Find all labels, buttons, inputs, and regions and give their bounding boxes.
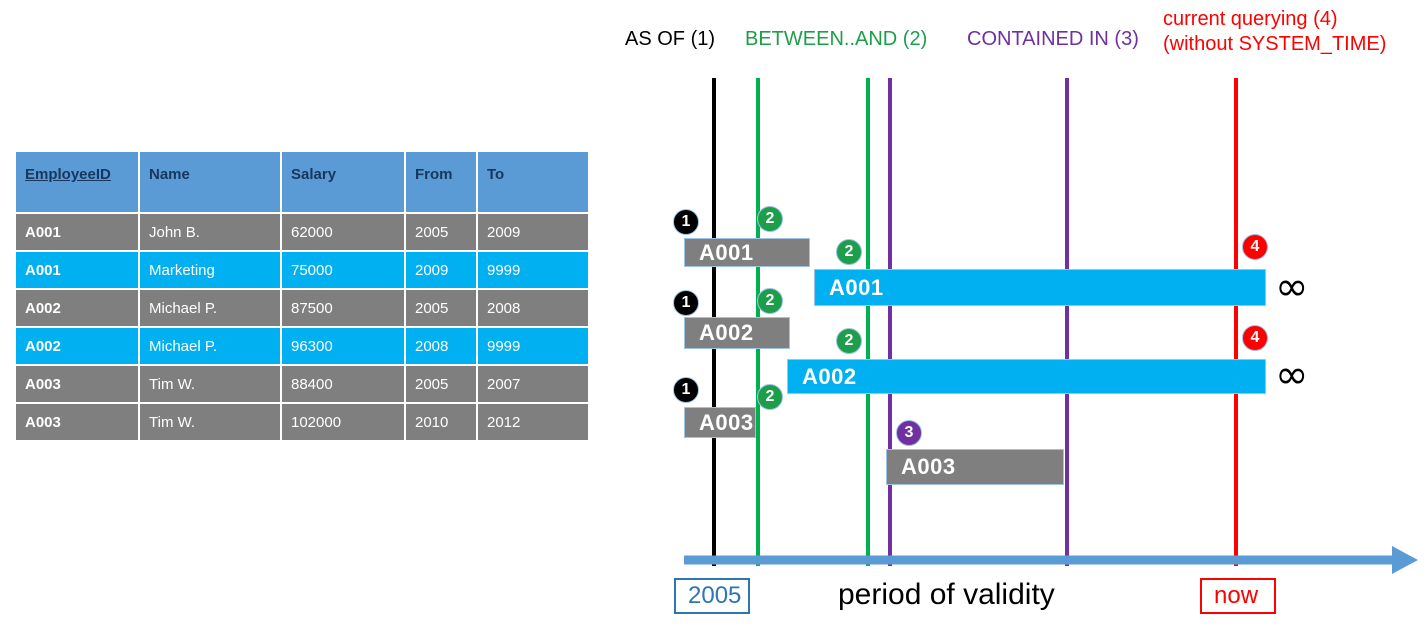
bar-label: A002: [699, 320, 754, 345]
table-body: A001 John B. 62000 2005 2009 A001 Market…: [16, 214, 588, 440]
bar-label: A001: [829, 274, 884, 300]
cell-from: 2010: [406, 404, 476, 440]
badge-2-a002-end: 2: [836, 328, 862, 354]
cell-employeeid: A003: [16, 404, 138, 440]
cell-name: Michael P.: [140, 290, 280, 326]
cell-salary: 75000: [282, 252, 404, 288]
bar-label: A002: [802, 363, 857, 389]
bar-label: A003: [699, 409, 754, 435]
badge-4-a002: 4: [1242, 325, 1268, 351]
column-header-salary: Salary: [282, 152, 404, 212]
table-row: A003 Tim W. 88400 2005 2007: [16, 366, 588, 402]
bar-label: A003: [901, 454, 956, 479]
legend-label-contained-in: CONTAINED IN (3): [967, 28, 1139, 50]
legend-label-between-and: BETWEEN..AND (2): [745, 28, 928, 50]
cell-to: 2009: [478, 214, 588, 250]
badge-2-a003-start: 2: [757, 384, 783, 410]
cell-employeeid: A001: [16, 252, 138, 288]
bar-a002-historic: A002: [684, 317, 790, 349]
contained-start-line: [888, 78, 892, 566]
column-header-employeeid: EmployeeID: [16, 152, 138, 212]
badge-3-a003: 3: [896, 420, 922, 446]
bar-a002-current: A002: [787, 359, 1266, 394]
table-row: A002 Michael P. 87500 2005 2008: [16, 290, 588, 326]
bar-a001-current: A001: [814, 269, 1266, 306]
axis-label-period-of-validity: period of validity: [838, 578, 1055, 611]
cell-from: 2008: [406, 328, 476, 364]
cell-employeeid: A002: [16, 328, 138, 364]
cell-salary: 88400: [282, 366, 404, 402]
between-end-line: [866, 78, 870, 566]
column-header-name: Name: [140, 152, 280, 212]
infinity-a001: ∞: [1275, 264, 1309, 310]
column-header-salary-label: Salary: [291, 166, 337, 183]
cell-from: 2005: [406, 290, 476, 326]
column-header-employeeid-label: EmployeeID: [25, 166, 111, 183]
cell-from: 2005: [406, 214, 476, 250]
tag-2005: 2005: [674, 578, 750, 614]
cell-employeeid: A002: [16, 290, 138, 326]
contained-end-line: [1065, 78, 1069, 566]
infinity-a002: ∞: [1275, 352, 1309, 398]
legend-label-as-of: AS OF (1): [625, 28, 716, 50]
cell-name: Tim W.: [140, 366, 280, 402]
cell-to: 9999: [478, 252, 588, 288]
employee-history-table: EmployeeID Name Salary From To A001 John…: [14, 150, 590, 442]
cell-salary: 62000: [282, 214, 404, 250]
badge-1-a001: 1: [673, 209, 699, 235]
badge-2-a002-start: 2: [757, 288, 783, 314]
cell-name: John B.: [140, 214, 280, 250]
cell-salary: 96300: [282, 328, 404, 364]
column-header-to: To: [478, 152, 588, 212]
cell-name: Michael P.: [140, 328, 280, 364]
column-header-to-label: To: [487, 166, 505, 183]
cell-to: 9999: [478, 328, 588, 364]
column-header-name-label: Name: [149, 166, 190, 183]
badge-2-a001-start: 2: [757, 206, 783, 232]
legend-label-current-1: current querying (4): [1163, 8, 1338, 30]
cell-employeeid: A003: [16, 366, 138, 402]
column-header-from: From: [406, 152, 476, 212]
cell-employeeid: A001: [16, 214, 138, 250]
badge-1-a002: 1: [673, 290, 699, 316]
badge-2-a001-end: 2: [836, 239, 862, 265]
badge-4-a001: 4: [1242, 234, 1268, 260]
cell-from: 2009: [406, 252, 476, 288]
bar-label: A001: [699, 239, 754, 265]
tag-now: now: [1200, 578, 1276, 614]
cell-to: 2007: [478, 366, 588, 402]
table-header-row: EmployeeID Name Salary From To: [16, 152, 588, 212]
bar-a003-second: A003: [886, 449, 1064, 485]
table-row: A003 Tim W. 102000 2010 2012: [16, 404, 588, 440]
column-header-from-label: From: [415, 166, 453, 183]
cell-salary: 102000: [282, 404, 404, 440]
bar-a001-historic: A001: [684, 238, 810, 267]
cell-from: 2005: [406, 366, 476, 402]
badge-1-a003: 1: [673, 377, 699, 403]
table-row: A001 Marketing 75000 2009 9999: [16, 252, 588, 288]
cell-to: 2008: [478, 290, 588, 326]
cell-name: Tim W.: [140, 404, 280, 440]
cell-salary: 87500: [282, 290, 404, 326]
table-row: A001 John B. 62000 2005 2009: [16, 214, 588, 250]
now-line: [1234, 78, 1238, 566]
bar-a003-historic: A003: [684, 407, 756, 438]
table-row: A002 Michael P. 96300 2008 9999: [16, 328, 588, 364]
legend-label-current-2: (without SYSTEM_TIME): [1163, 33, 1387, 55]
cell-name: Marketing: [140, 252, 280, 288]
cell-to: 2012: [478, 404, 588, 440]
